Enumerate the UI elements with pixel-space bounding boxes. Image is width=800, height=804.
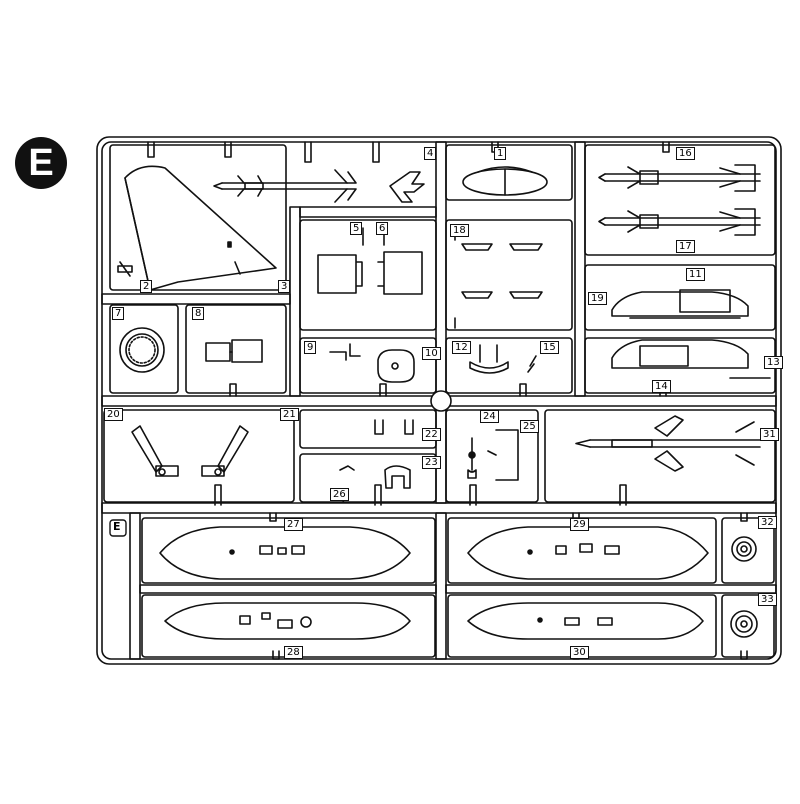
part-number-label: 20 — [104, 408, 123, 421]
part-number-label: 15 — [540, 341, 559, 354]
part-number-label: 7 — [112, 307, 125, 320]
part-4-fin — [389, 171, 425, 203]
part-missile-upper — [598, 164, 761, 192]
part-number-label: 9 — [304, 341, 317, 354]
sprue-letter: E — [28, 141, 54, 184]
part-fin — [124, 165, 277, 291]
part-number-label: 12 — [452, 341, 471, 354]
part-number-label: 28 — [284, 646, 303, 659]
part-number-label: 18 — [450, 224, 469, 237]
part-number-label: 14 — [652, 380, 671, 393]
part-number-label: 25 — [520, 420, 539, 433]
part-number-label: 6 — [376, 222, 389, 235]
sprue-id-tab — [109, 519, 127, 537]
part-ring — [119, 327, 165, 373]
sprue-outer-frame — [96, 136, 782, 665]
part-large-missile — [575, 415, 761, 472]
compartments — [103, 144, 776, 658]
part-number-label: 32 — [758, 516, 777, 529]
part-number-label: 8 — [192, 307, 205, 320]
part-number-label: 13 — [764, 356, 783, 369]
part-number-label: 29 — [570, 518, 589, 531]
part-round-caps — [730, 536, 758, 638]
part-strut — [467, 429, 519, 481]
part-wedge-strips — [454, 225, 543, 329]
part-number-label: 24 — [480, 410, 499, 423]
sprue-id-tab-label: E — [113, 520, 121, 533]
part-drop-tanks — [159, 526, 709, 640]
part-panels — [317, 227, 423, 295]
part-number-label: 16 — [676, 147, 695, 160]
part-number-label: 17 — [676, 240, 695, 253]
sprue-letter-badge: E — [15, 137, 67, 189]
part-disc — [329, 343, 415, 383]
part-slim-missile — [213, 169, 357, 203]
part-pod-halves — [611, 289, 771, 379]
part-number-label: 5 — [350, 222, 363, 235]
part-number-label: 2 — [140, 280, 153, 293]
part-oval-pod — [462, 166, 548, 196]
part-number-label: 10 — [422, 347, 441, 360]
part-number-label: 21 — [280, 408, 299, 421]
part-number-label: 4 — [424, 147, 437, 160]
part-missile-lower — [598, 208, 761, 236]
part-number-label: 30 — [570, 646, 589, 659]
part-number-label: 33 — [758, 593, 777, 606]
part-bracket — [205, 339, 263, 363]
part-number-label: 22 — [422, 428, 441, 441]
part-number-label: 1 — [494, 147, 507, 160]
part-bowl — [469, 344, 537, 374]
part-number-label: 3 — [278, 280, 291, 293]
part-gear-legs — [131, 425, 249, 477]
sprue-runners — [101, 141, 777, 660]
part-number-label: 19 — [588, 292, 607, 305]
part-small-clip — [117, 261, 133, 277]
part-number-label: 26 — [330, 488, 349, 501]
part-number-label: 11 — [686, 268, 705, 281]
part-number-label: 23 — [422, 456, 441, 469]
part-number-label: 27 — [284, 518, 303, 531]
part-number-label: 31 — [760, 428, 779, 441]
